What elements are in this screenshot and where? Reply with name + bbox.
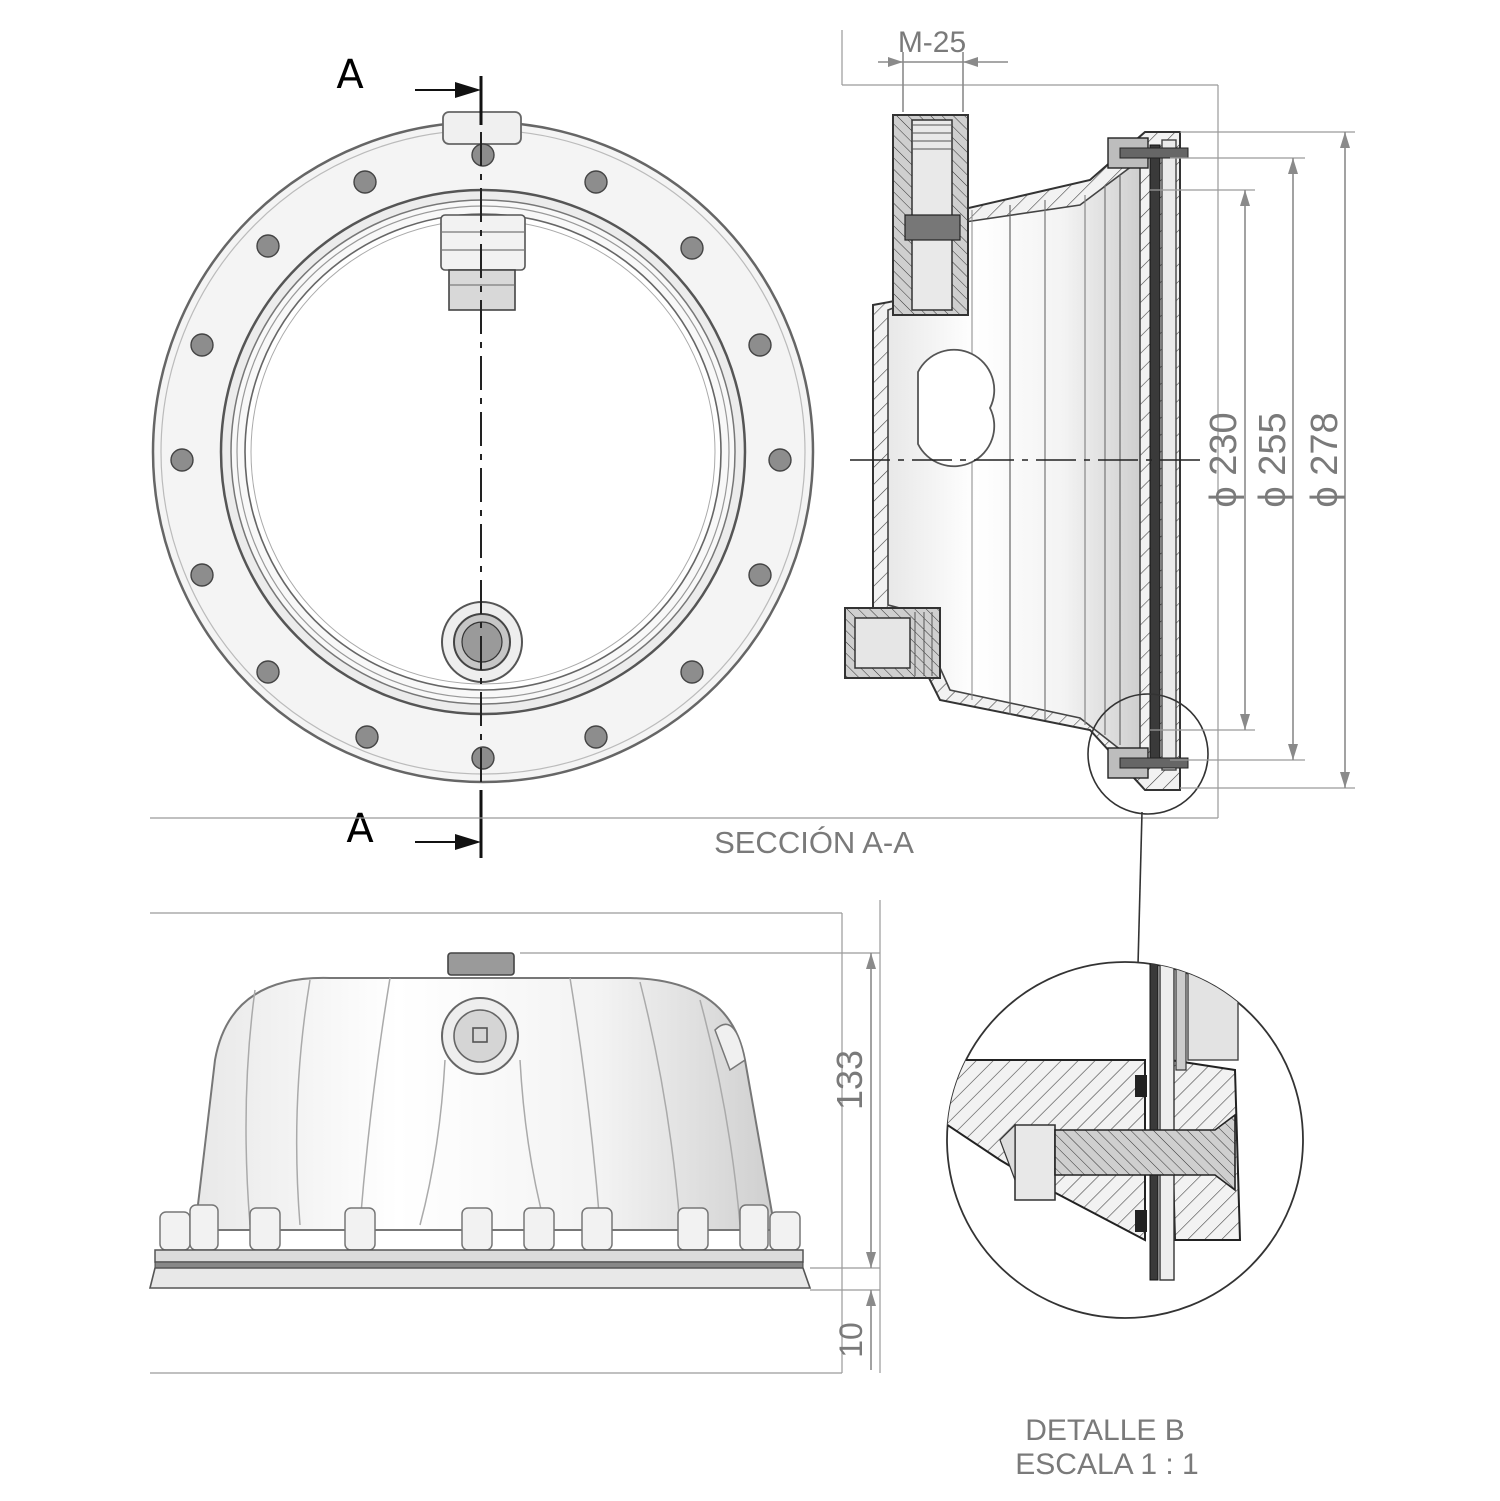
rim-screws [1107, 137, 1189, 779]
svg-text:ϕ 230: ϕ 230 [1203, 412, 1245, 507]
section-arrow-bottom [415, 834, 481, 850]
section-title: SECCIÓN A-A [714, 825, 914, 860]
diameter-symbol-255: ϕ [1252, 486, 1294, 507]
height-dimensions: 133 10 [520, 952, 880, 1370]
section-arrow-top [415, 82, 481, 98]
bottom-fitting-section [844, 607, 941, 679]
screw-holes [170, 143, 792, 770]
front-view: A A [151, 52, 815, 858]
side-view [148, 952, 812, 1289]
diameter-symbol-278: ϕ [1304, 486, 1346, 507]
diameter-dimensions: ϕ 230 ϕ 255 ϕ 278 [1150, 131, 1355, 789]
section-marker-bottom: A [346, 806, 374, 852]
section-marker-top: A [336, 52, 364, 98]
section-view [844, 114, 1209, 966]
dim-230-label: 230 [1203, 412, 1245, 475]
detail-scale: ESCALA 1 : 1 [1015, 1448, 1198, 1481]
detail-b-circle [1087, 693, 1209, 815]
detail-title: DETALLE B [1025, 1414, 1185, 1447]
top-fitting-section [892, 114, 969, 316]
thread-dimension: M-25 [878, 26, 1008, 112]
dim-255-label: 255 [1252, 412, 1294, 475]
cable-gland [440, 214, 526, 311]
dim-278-label: 278 [1304, 412, 1346, 475]
detail-b [946, 961, 1304, 1319]
svg-text:ϕ 255: ϕ 255 [1252, 412, 1294, 507]
dim-height-label: 133 [829, 1050, 870, 1110]
svg-text:ϕ 278: ϕ 278 [1304, 412, 1346, 507]
diameter-symbol-230: ϕ [1203, 486, 1245, 507]
dim-flange-label: 10 [833, 1322, 869, 1358]
thread-label: M-25 [898, 26, 966, 59]
